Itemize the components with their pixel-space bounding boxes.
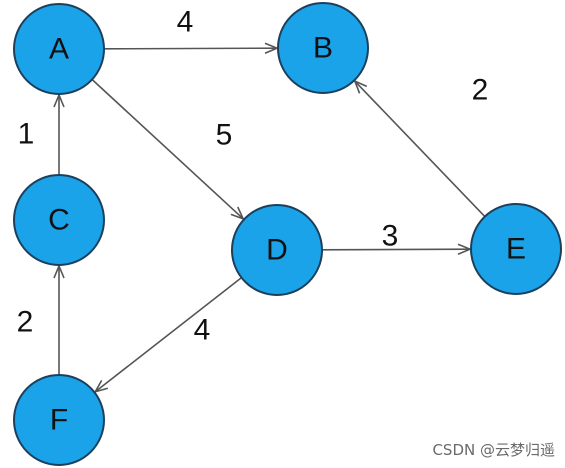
edge-d-f bbox=[95, 277, 243, 392]
edge-a-b bbox=[103, 48, 277, 49]
node-e: E bbox=[470, 203, 562, 295]
edge-weight-d-f: 4 bbox=[194, 314, 211, 347]
node-label-e: E bbox=[506, 233, 526, 266]
edge-weight-f-c: 2 bbox=[17, 306, 34, 339]
node-label-d: D bbox=[266, 234, 288, 267]
node-label-c: C bbox=[48, 204, 70, 237]
edge-weight-e-b: 2 bbox=[472, 74, 489, 107]
node-circle-c bbox=[13, 174, 105, 266]
edge-d-e bbox=[321, 249, 470, 250]
node-circle-b bbox=[277, 2, 369, 94]
node-label-a: A bbox=[49, 33, 69, 66]
node-circle-a bbox=[13, 3, 105, 95]
edge-a-d bbox=[91, 78, 243, 219]
edges-layer: 4 5 1 3 2 4 2 bbox=[17, 6, 489, 392]
edge-weight-d-e: 3 bbox=[382, 220, 399, 253]
edge-weight-a-b: 4 bbox=[177, 6, 194, 39]
node-label-f: F bbox=[50, 404, 68, 437]
edge-weight-c-a: 1 bbox=[18, 118, 35, 151]
node-circle-f bbox=[13, 374, 105, 466]
edge-e-b bbox=[355, 81, 486, 218]
edge-weight-a-d: 5 bbox=[216, 119, 233, 152]
node-d: D bbox=[231, 204, 323, 296]
node-a: A bbox=[13, 3, 105, 95]
node-circle-e bbox=[470, 203, 562, 295]
node-label-b: B bbox=[313, 32, 333, 65]
node-circle-d bbox=[231, 204, 323, 296]
watermark-text: CSDN @云梦归遥 bbox=[432, 441, 555, 459]
node-b: B bbox=[277, 2, 369, 94]
node-f: F bbox=[13, 374, 105, 466]
nodes-layer: A B C D E F bbox=[13, 2, 562, 466]
node-c: C bbox=[13, 174, 105, 266]
